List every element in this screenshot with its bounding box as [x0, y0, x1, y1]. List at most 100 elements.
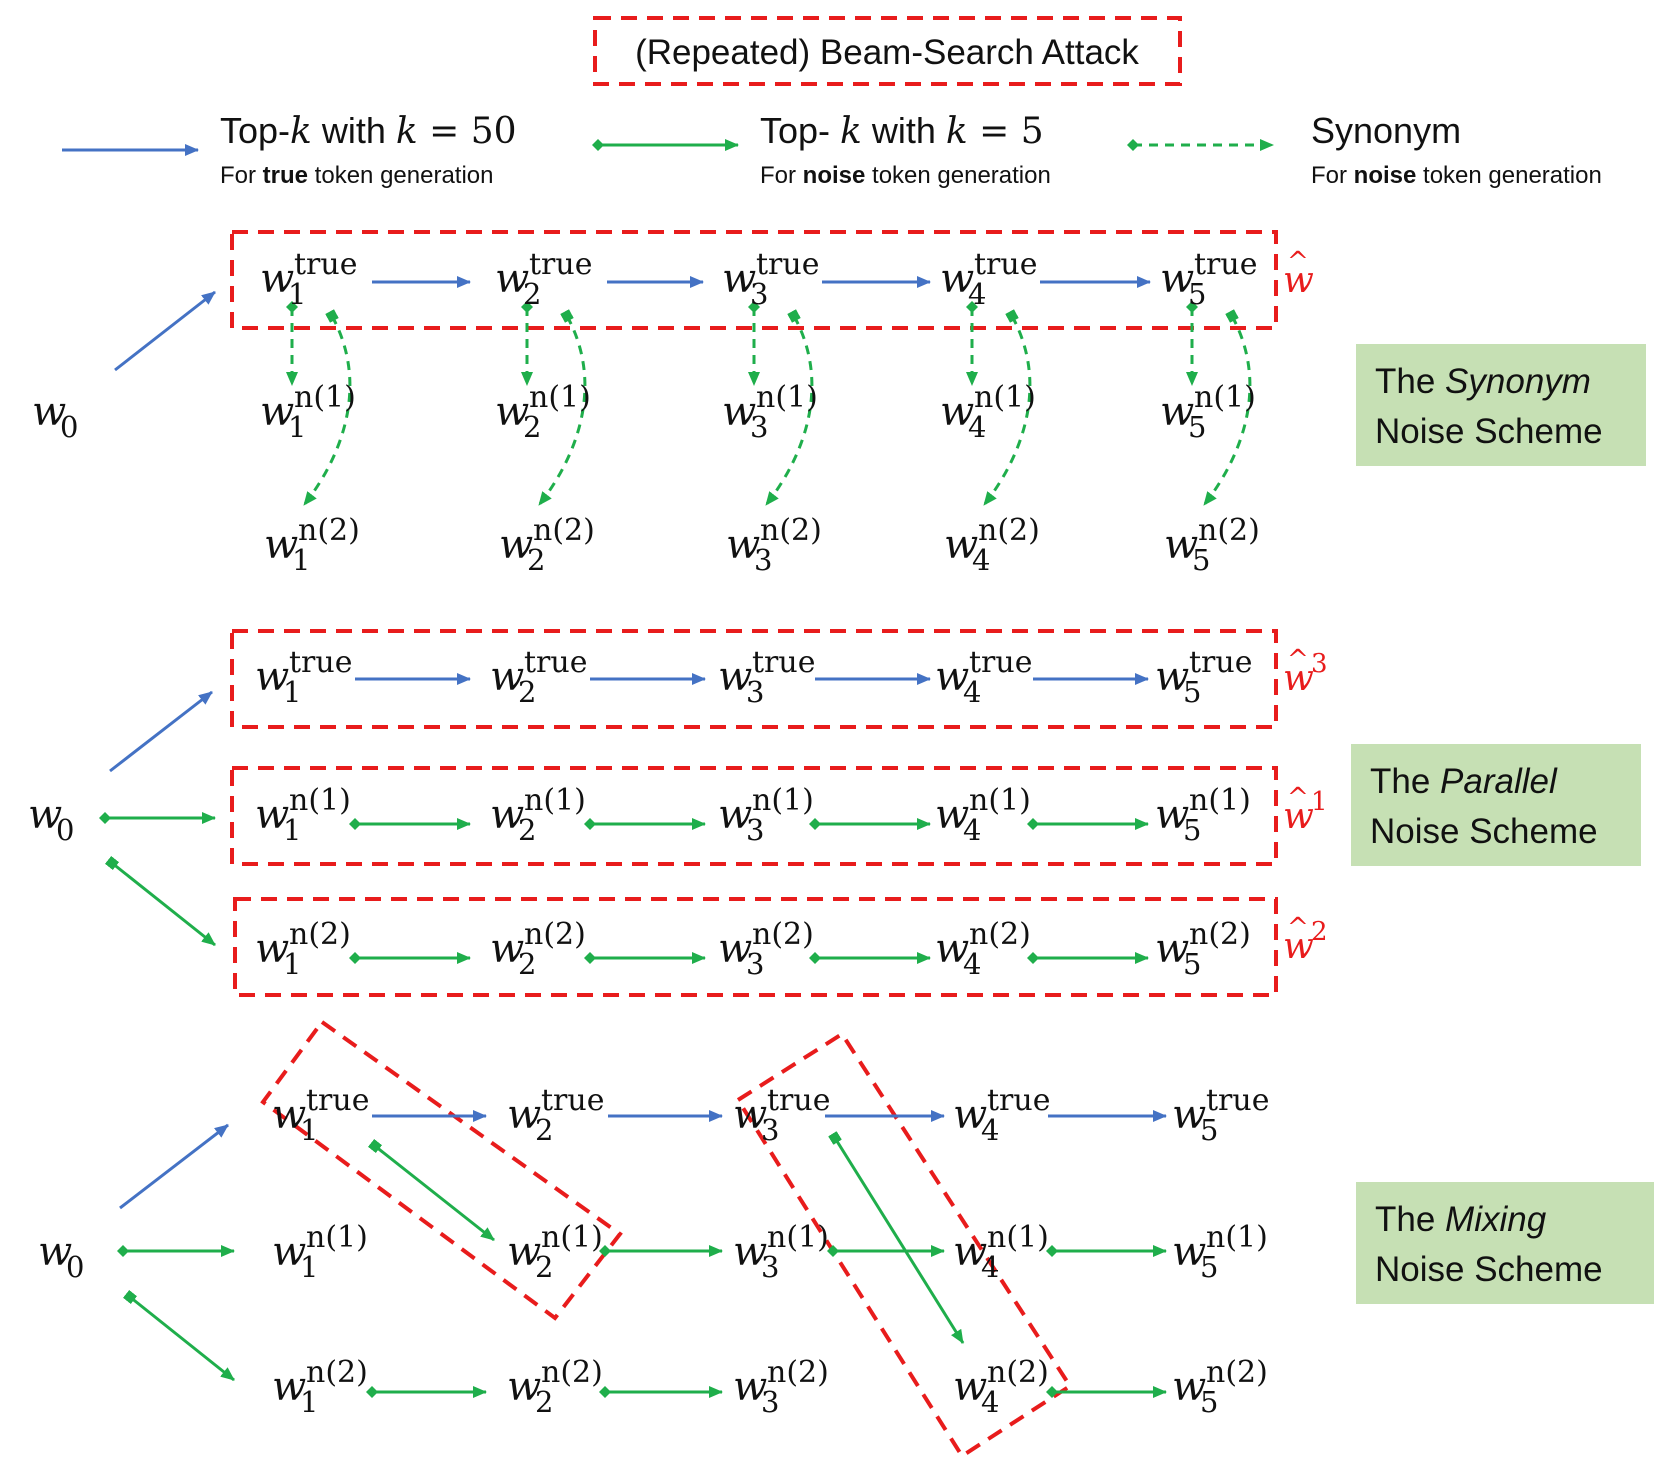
token-subscript: 3: [761, 1113, 779, 1147]
synonym-arrow-n2-4: [982, 309, 1032, 506]
token-superscript: n(2): [298, 513, 360, 548]
token-symbol: w: [260, 389, 294, 435]
token-subscript: 3: [750, 410, 768, 444]
token-w5-n1-mixing: w5n(1): [1172, 1220, 1268, 1284]
hat-superscript: 1: [1311, 787, 1328, 817]
token-symbol: w: [255, 926, 289, 972]
token-w3-n1-mixing: w3n(1): [733, 1220, 829, 1284]
hat-accent: ^: [1287, 913, 1309, 943]
token-symbol: w: [1164, 522, 1198, 568]
token-symbol: w: [255, 654, 289, 700]
token-symbol: w: [1172, 1364, 1206, 1410]
token-superscript: n(1): [529, 380, 591, 415]
token-w4-n1: w4n(1): [940, 380, 1036, 444]
mixing-beam-box-1: [260, 1019, 623, 1321]
token-superscript: n(2): [752, 917, 814, 952]
token-symbol: w: [953, 1229, 987, 1275]
token-subscript: 1: [283, 675, 301, 709]
token-subscript: 1: [288, 410, 306, 444]
token-superscript: n(1): [541, 1220, 603, 1255]
token-superscript: n(2): [978, 513, 1040, 548]
token-superscript: true: [1194, 247, 1257, 282]
token-w5-n1: w5n(1): [1160, 380, 1256, 444]
token-symbol: w: [499, 522, 533, 568]
arrow-w0-to-w1-true-mixing: [119, 1123, 229, 1210]
w0-synonym: w0: [32, 389, 78, 444]
token-symbol: w: [733, 1092, 767, 1138]
token-subscript: 5: [1192, 543, 1210, 577]
scheme-2-line1: The Parallel: [1370, 762, 1558, 801]
token-subscript: 5: [1188, 277, 1206, 311]
token-subscript: 2: [535, 1113, 553, 1147]
token-subscript: 5: [1183, 675, 1201, 709]
mixing-cross-w1true-w2n1: [367, 1138, 495, 1242]
token-subscript: 4: [981, 1250, 999, 1284]
token-w4-n1-parallel: w4n(1): [935, 783, 1031, 847]
token-symbol: w: [718, 654, 752, 700]
token-subscript: 0: [56, 813, 74, 847]
token-superscript: true: [969, 645, 1032, 680]
synonym-beam-box: [230, 230, 1278, 330]
token-superscript: n(1): [767, 1220, 829, 1255]
legend-3-sub: For noise token generation: [1311, 162, 1602, 189]
token-symbol: w: [726, 522, 760, 568]
hat-superscript: 2: [1311, 917, 1328, 947]
token-subscript: 2: [535, 1385, 553, 1419]
token-w2-n2: w2n(2): [499, 513, 595, 577]
token-w1-n1-mixing: w1n(1): [272, 1220, 368, 1284]
token-subscript: 4: [968, 277, 986, 311]
token-superscript: n(2): [1189, 917, 1251, 952]
hat-superscript: 3: [1311, 649, 1328, 679]
w0-parallel: w0: [28, 792, 74, 847]
token-symbol: w: [495, 389, 529, 435]
token-superscript: n(1): [306, 1220, 368, 1255]
token-superscript: n(1): [1189, 783, 1251, 818]
token-symbol: w: [28, 792, 62, 838]
token-w3-n1: w3n(1): [722, 380, 818, 444]
legend-2-main: Top- k with k = 5: [760, 110, 1044, 152]
tokens: w0w1truew1n(1)w1n(2)w2truew2n(1)w2n(2)w3…: [28, 247, 1269, 1419]
token-superscript: true: [289, 645, 352, 680]
legend-2-sub: For noise token generation: [760, 162, 1051, 189]
hat-accent: ^: [1287, 645, 1309, 675]
token-symbol: w: [1155, 926, 1189, 972]
token-symbol: w: [718, 926, 752, 972]
token-subscript: 5: [1200, 1250, 1218, 1284]
token-subscript: 5: [1183, 813, 1201, 847]
token-symbol: w: [495, 256, 529, 302]
hat-accent: ^: [1287, 247, 1309, 277]
token-superscript: n(1): [756, 380, 818, 415]
legend-item-synonym: Synonym For noise token generation: [1127, 110, 1602, 189]
token-w3-n1-parallel: w3n(1): [718, 783, 814, 847]
token-symbol: w: [935, 654, 969, 700]
legend-1-sub: For true token generation: [220, 162, 494, 189]
token-superscript: true: [1206, 1083, 1269, 1118]
scheme-2-line2: Noise Scheme: [1370, 812, 1598, 851]
hat-symbol: w: [1283, 260, 1314, 301]
token-subscript: 0: [60, 410, 78, 444]
token-symbol: w: [507, 1229, 541, 1275]
hat-accent: ^: [1287, 783, 1309, 813]
token-subscript: 3: [754, 543, 772, 577]
token-superscript: n(2): [306, 1355, 368, 1390]
token-superscript: n(2): [524, 917, 586, 952]
w0-mixing: w0: [38, 1229, 84, 1284]
token-subscript: 4: [963, 947, 981, 981]
token-symbol: w: [935, 792, 969, 838]
token-w1-n2: w1n(2): [264, 513, 360, 577]
scheme-box-bg: [1351, 744, 1641, 866]
synonym-arrow-n2-3: [764, 309, 814, 506]
token-symbol: w: [953, 1092, 987, 1138]
token-symbol: w: [1160, 256, 1194, 302]
scheme-label-mixing: The Mixing Noise Scheme: [1356, 1182, 1654, 1304]
parallel-beam-box-n1: [230, 766, 1278, 866]
token-subscript: 3: [746, 813, 764, 847]
scheme-3-line2: Noise Scheme: [1375, 1250, 1603, 1289]
legend-item-topk50: Top-k with k = 50 For true token generat…: [62, 110, 517, 189]
token-symbol: w: [260, 256, 294, 302]
token-symbol: w: [38, 1229, 72, 1275]
